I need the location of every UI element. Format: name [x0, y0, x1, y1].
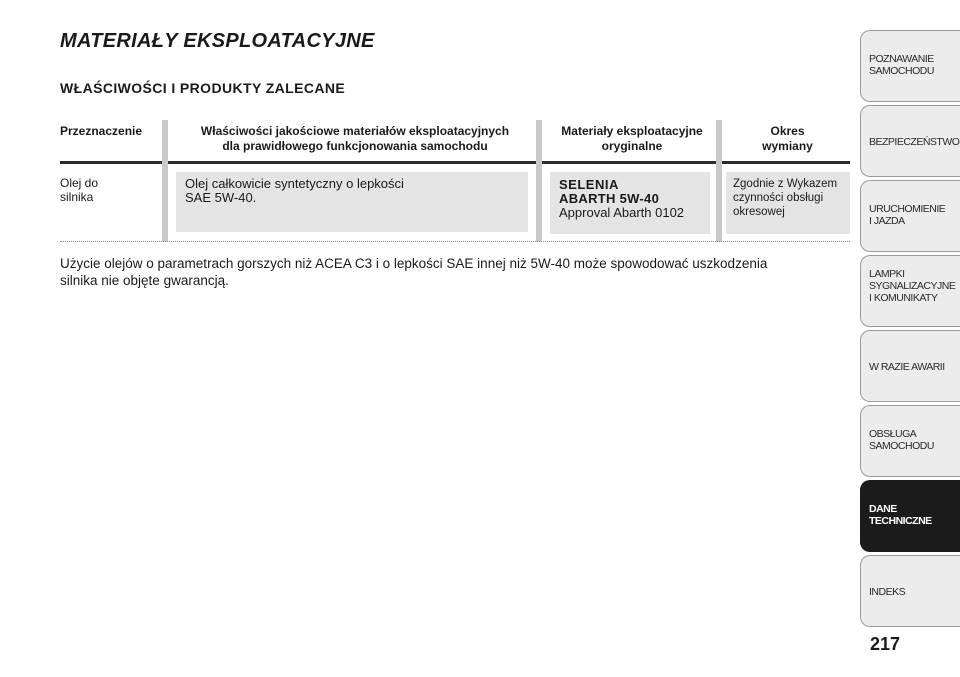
header-interval-line2: wymiany	[762, 139, 813, 153]
tab-label: POZNAWANIE SAMOCHODU	[869, 53, 934, 77]
section-title: WŁAŚCIWOŚCI I PRODUKTY ZALECANE	[60, 80, 346, 96]
cell-product-line3: Approval Abarth 0102	[559, 205, 685, 220]
header-interval: Okres wymiany	[725, 124, 850, 154]
tab-label: DANE TECHNICZNE	[869, 503, 932, 527]
cell-purpose-line2: silnika	[60, 190, 94, 204]
cell-product-line1: SELENIA	[559, 177, 619, 192]
header-original: Materiały eksploatacyjne oryginalne	[542, 124, 722, 154]
tab-obsluga-samochodu[interactable]: OBSŁUGA SAMOCHODU	[860, 405, 960, 477]
cell-interval-line2: czynności obsługi	[733, 192, 824, 204]
lubricants-table: Przeznaczenie Właściwości jakościowe mat…	[60, 120, 850, 242]
column-separator	[162, 120, 168, 242]
cell-product-line2: ABARTH 5W-40	[559, 191, 660, 206]
cell-properties-line1: Olej całkowicie syntetyczny o lepkości	[185, 176, 404, 191]
header-purpose-text: Przeznaczenie	[60, 124, 143, 138]
column-separator	[716, 120, 722, 242]
tab-poznawanie-samochodu[interactable]: POZNAWANIE SAMOCHODU	[860, 30, 960, 102]
tab-label: INDEKS	[869, 586, 906, 598]
cell-interval-text: Zgodnie z Wykazem czynności obsługi okre…	[733, 177, 837, 219]
cell-interval-line3: okresowej	[733, 206, 785, 218]
page-number: 217	[870, 634, 901, 654]
header-properties-line1: Właściwości jakościowe materiałów eksplo…	[200, 124, 510, 138]
tab-uruchomienie-i-jazda[interactable]: URUCHOMIENIE I JAZDA	[860, 180, 960, 252]
column-separator	[536, 120, 542, 242]
header-original-line1: Materiały eksploatacyjne	[561, 124, 703, 138]
cell-properties-text: Olej całkowicie syntetyczny o lepkości S…	[185, 177, 404, 205]
header-purpose: Przeznaczenie	[60, 124, 160, 139]
cell-properties-line2: SAE 5W-40.	[185, 190, 257, 205]
tab-label: OBSŁUGA SAMOCHODU	[869, 428, 934, 452]
header-divider	[60, 161, 850, 164]
tab-w-razie-awarii[interactable]: W RAZIE AWARII	[860, 330, 960, 402]
cell-properties: Olej całkowicie syntetyczny o lepkości S…	[176, 172, 528, 232]
tab-lampki-sygnalizacyjne[interactable]: LAMPKI SYGNALIZACYJNE I KOMUNIKATY	[860, 255, 960, 327]
tab-label: W RAZIE AWARII	[869, 361, 945, 373]
warning-note: Użycie olejów o parametrach gorszych niż…	[60, 256, 768, 288]
tab-label: LAMPKI SYGNALIZACYJNE I KOMUNIKATY	[869, 268, 956, 304]
cell-product: SELENIA ABARTH 5W-40 Approval Abarth 010…	[550, 172, 710, 234]
cell-purpose-line1: Olej do	[60, 176, 99, 190]
header-properties-line2: dla prawidłowego funkcjonowania samochod…	[222, 139, 488, 153]
tab-indeks[interactable]: INDEKS	[860, 555, 960, 627]
cell-interval-line1: Zgodnie z Wykazem	[733, 178, 838, 190]
tab-dane-techniczne[interactable]: DANE TECHNICZNE	[860, 480, 960, 552]
tab-label: BEZPIECZEŃSTWO	[869, 136, 960, 148]
tab-label: URUCHOMIENIE I JAZDA	[869, 203, 946, 227]
header-original-line2: oryginalne	[601, 139, 663, 153]
header-properties: Właściwości jakościowe materiałów eksplo…	[170, 124, 540, 154]
cell-purpose: Olej do silnika	[60, 176, 98, 204]
cell-product-text: SELENIA ABARTH 5W-40 Approval Abarth 010…	[559, 178, 684, 220]
header-interval-line1: Okres	[770, 124, 805, 138]
tab-bezpieczenstwo[interactable]: BEZPIECZEŃSTWO	[860, 105, 960, 177]
cell-interval: Zgodnie z Wykazem czynności obsługi okre…	[726, 172, 850, 234]
page-title: MATERIAŁY EKSPLOATACYJNE	[60, 30, 375, 52]
row-divider	[60, 241, 850, 242]
